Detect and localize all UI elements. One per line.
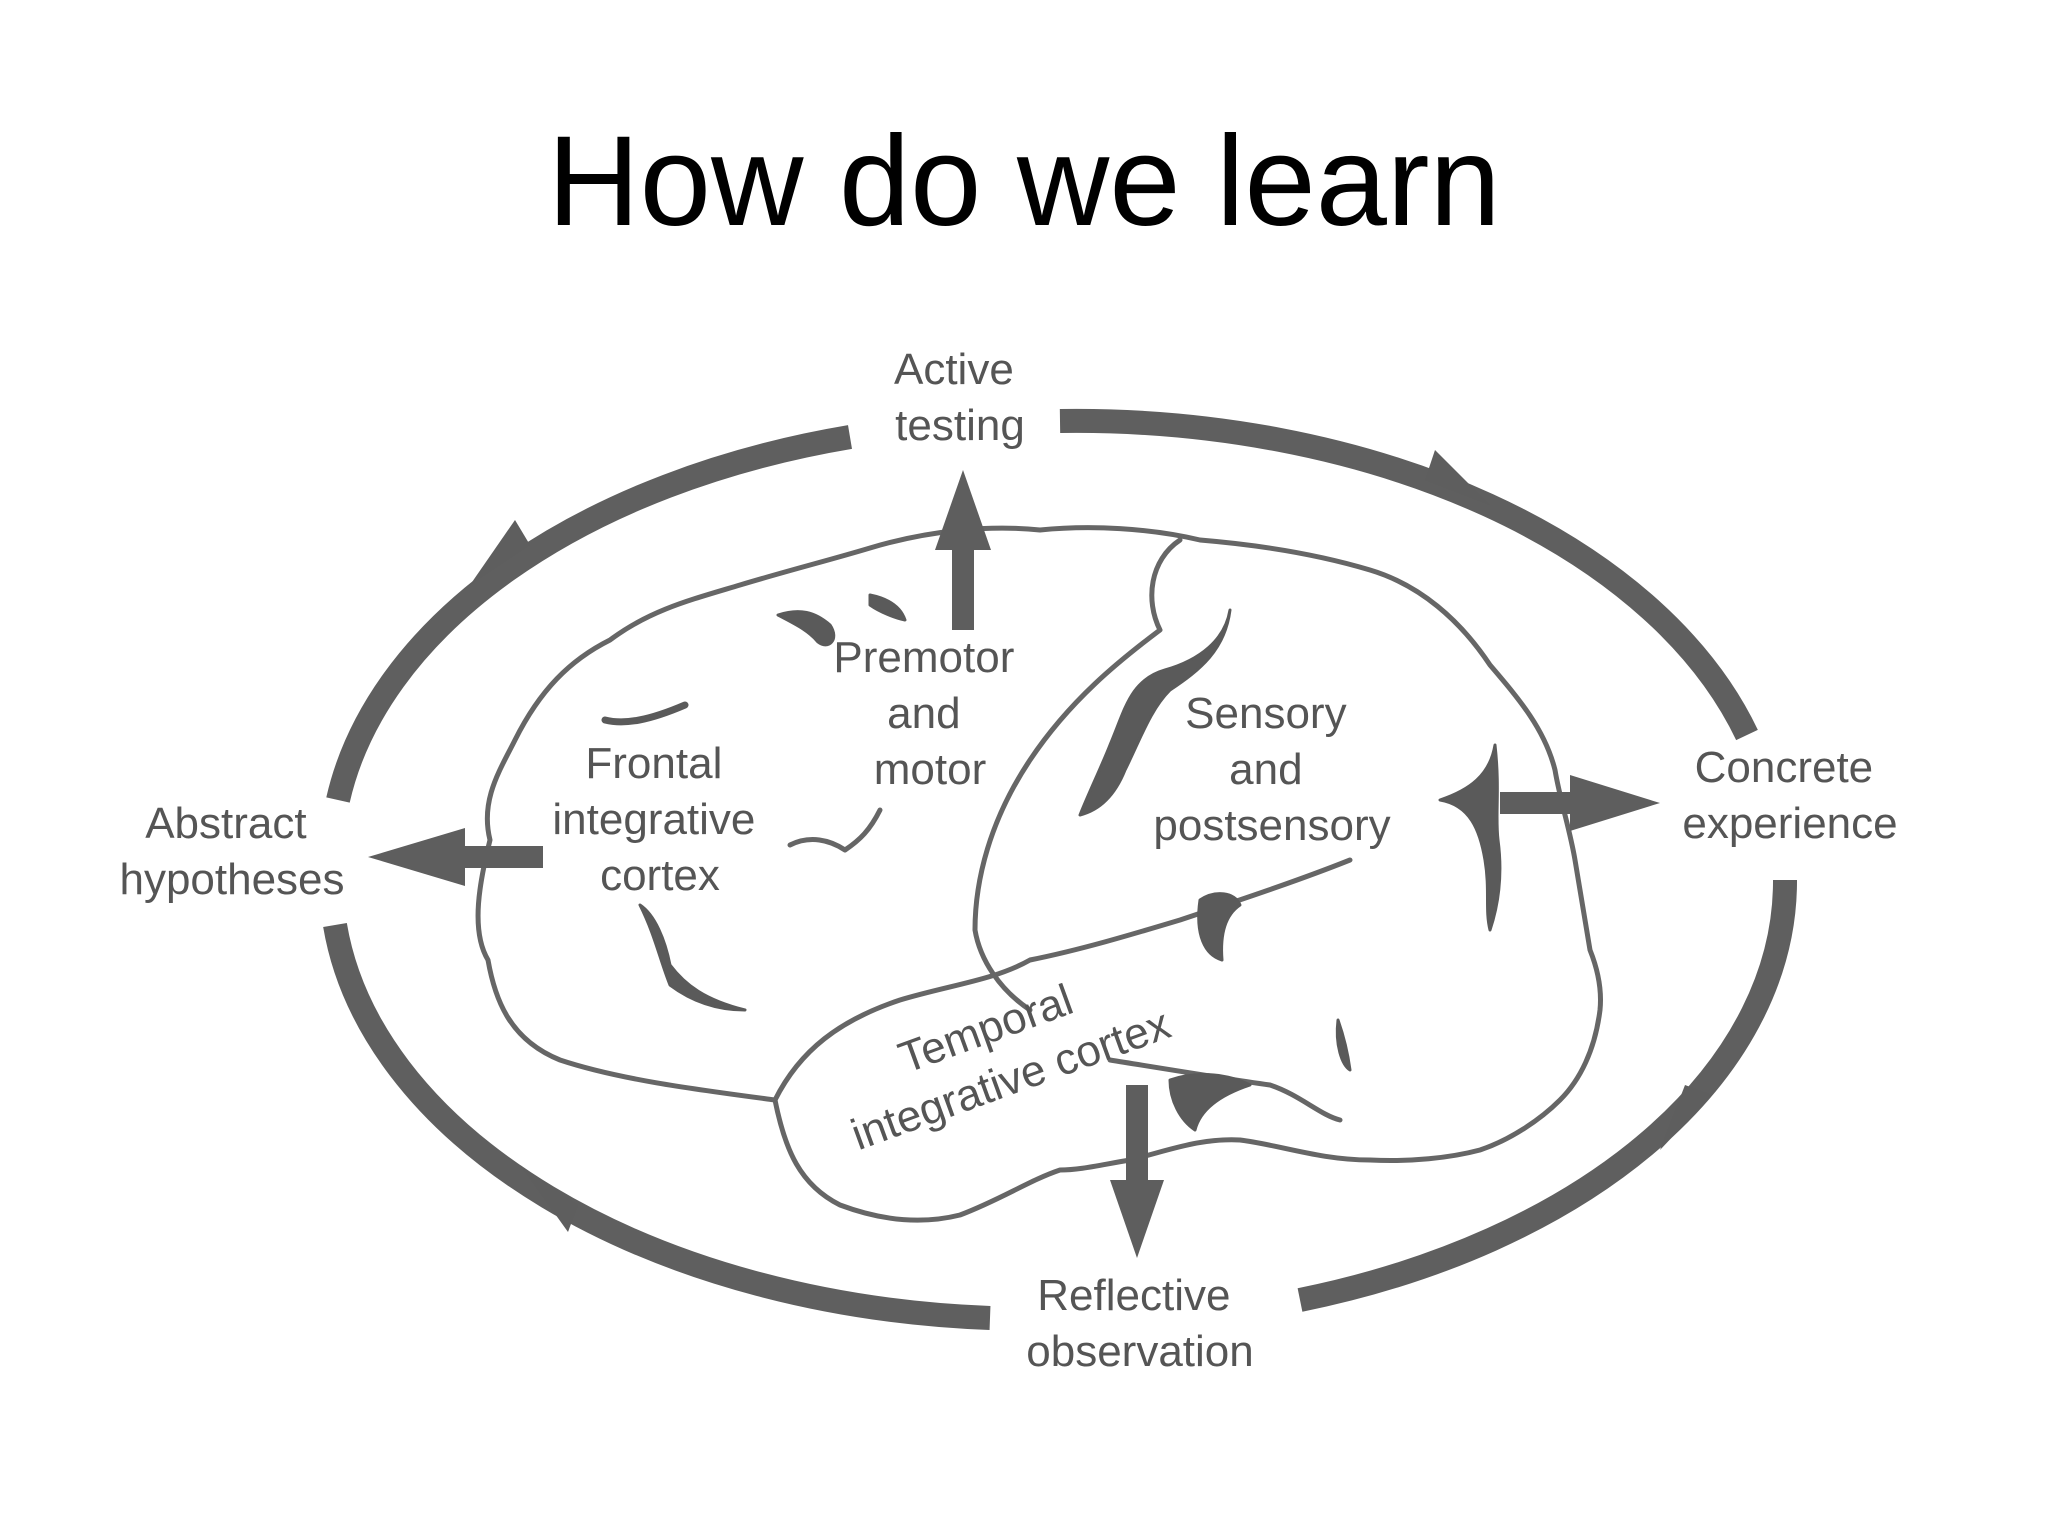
label-premotor-and-motor: Premotor and motor: [833, 633, 1026, 794]
sulcus-temporal-lower: [1168, 1073, 1252, 1132]
cycle-arrowheads: [470, 450, 1712, 1232]
frontal-inner-line: [787, 807, 883, 853]
arrow-right-to-concrete-experience: [1500, 775, 1660, 831]
label-active-testing: Active testing: [894, 345, 1026, 450]
central-divider: [972, 537, 1183, 1013]
sulcus-occipital: [1438, 743, 1502, 932]
arc-abstract-to-active: [326, 425, 852, 803]
temporal-lower-border: [1107, 1057, 1343, 1123]
brain-sulci: [601, 593, 1502, 1132]
learning-cycle-arcs: [323, 408, 1798, 1330]
label-reflective-observation: Reflective observation: [1026, 1271, 1253, 1376]
sulcus-top-left: [776, 610, 836, 647]
cycle-arrowhead-bottom-right: [1660, 1085, 1712, 1150]
arc-concrete-to-reflective: [1297, 879, 1798, 1312]
region-output-arrows: [368, 470, 1660, 1258]
arrow-left-to-abstract-hypotheses: [368, 828, 543, 886]
cycle-arrowhead-bottom-left: [520, 1165, 578, 1232]
label-abstract-hypotheses: Abstract hypotheses: [119, 799, 344, 904]
slide-title: How do we learn: [547, 110, 1501, 253]
label-frontal-integrative-cortex: Frontal integrative cortex: [552, 739, 767, 900]
sulcus-parietal: [1078, 608, 1232, 817]
sulcus-top-mid: [868, 593, 907, 622]
label-temporal-integrative-cortex: Temporal integrative cortex: [826, 947, 1177, 1160]
label-concrete-experience: Concrete experience: [1682, 743, 1897, 848]
arc-active-to-concrete: [1059, 408, 1758, 741]
sulcus-frontal-upper-line: [601, 701, 689, 726]
sulcus-frontal-lower: [638, 903, 747, 1012]
cycle-arrowhead-top-left: [470, 520, 530, 585]
sulcus-lower-right-tick: [1335, 1018, 1352, 1072]
temporal-upper-border: [772, 857, 1353, 1103]
cycle-arrowhead-top-right: [1425, 450, 1490, 505]
label-sensory-and-postsensory: Sensory and postsensory: [1153, 689, 1390, 850]
arrow-up-to-active-testing: [935, 470, 991, 630]
sulcus-temporal-mid: [1197, 892, 1242, 962]
arrow-down-to-reflective-observation: [1110, 1085, 1164, 1258]
